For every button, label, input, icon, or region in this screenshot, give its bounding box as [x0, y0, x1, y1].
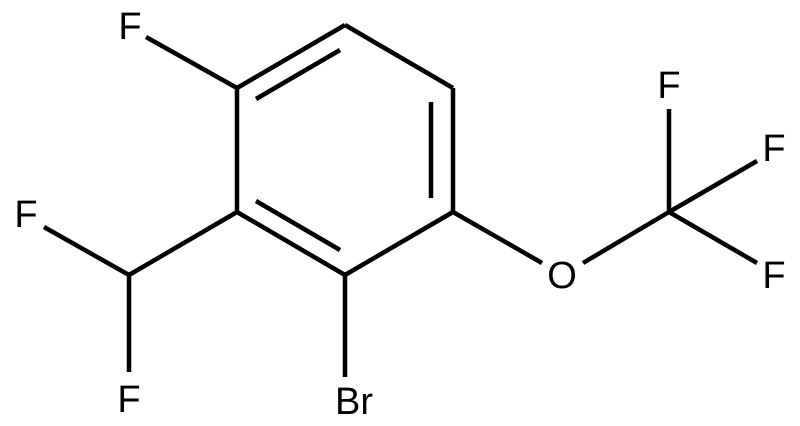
bond-cf3-fluorine-right — [667, 159, 759, 214]
double-bond-inner-top — [254, 48, 342, 101]
bond-c6-chf2 — [127, 210, 239, 277]
benzene-ring — [234, 23, 456, 277]
oxygen-label: O — [547, 255, 577, 297]
double-bond-inner-bottom — [254, 199, 342, 252]
bond-cf3-fluorine-bottom — [667, 210, 759, 265]
fluorine-label-ring: F — [118, 6, 141, 48]
fluorine-label-cf3-bottom: F — [762, 255, 785, 297]
substituent-bonds — [42, 35, 759, 377]
ring-bond-c1-c2 — [235, 23, 347, 90]
bond-c4-oxygen — [451, 210, 544, 265]
fluorine-label-cf3-top: F — [657, 65, 680, 107]
ring-bond-c5-c6 — [235, 210, 347, 277]
fluorine-label-chf2-left: F — [14, 194, 37, 236]
bond-oxygen-cf3 — [581, 210, 671, 265]
atom-labels: F F F Br O F F F — [14, 6, 785, 423]
ring-bond-c2-c3 — [343, 23, 455, 90]
bromine-label: Br — [335, 381, 373, 423]
bond-c1-fluorine — [144, 35, 239, 90]
ring-bond-c4-c5 — [343, 210, 455, 277]
bond-chf2-fluorine-left — [42, 225, 131, 277]
fluorine-label-chf2-down: F — [117, 379, 140, 421]
fluorine-label-cf3-right: F — [762, 128, 785, 170]
